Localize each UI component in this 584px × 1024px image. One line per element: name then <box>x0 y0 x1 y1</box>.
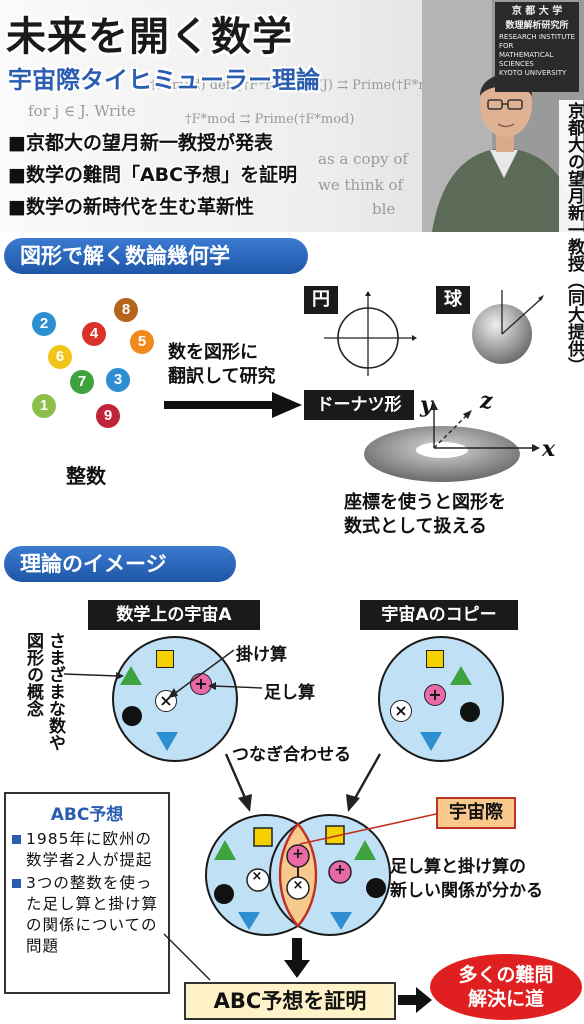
triangle-shape <box>120 666 142 685</box>
abc-item-1: 1985年に欧州の数学者2人が提起 <box>12 829 162 871</box>
translate-arrow-icon <box>164 392 302 418</box>
proof-box: ABC予想を証明 <box>184 982 396 1020</box>
inverted-triangle-shape <box>420 732 442 751</box>
multiply-label: 掛け算 <box>236 645 287 665</box>
number-1: 1 <box>32 394 56 418</box>
sphere-diagram <box>472 290 544 364</box>
relation-note-2: 新しい関係が分かる <box>390 881 543 901</box>
coordinate-note-1: 座標を使うと図形を <box>344 492 506 513</box>
translate-label-1: 数を図形に <box>168 342 258 363</box>
translate-label-2: 翻訳して研究 <box>168 366 276 387</box>
sign-line-1: 京 都 大 学 <box>511 6 563 17</box>
triangle-shape <box>450 666 472 685</box>
institute-sign: 京 都 大 学 数理解析研究所 RESEARCH INSTITUTE FOR M… <box>495 2 579 92</box>
result-oval: 多くの難問 解決に道 <box>430 954 582 1020</box>
down-arrow-icon <box>284 938 310 978</box>
formula-2: †F*mod) def {†F*mod, †V(J) ⇉ Prime(†F*mo… <box>150 78 461 93</box>
section1-banner: 図形で解く数論幾何学 <box>4 238 308 274</box>
sphere-label: 球 <box>436 286 470 314</box>
person-illustration <box>422 0 584 232</box>
inverted-triangle-shape <box>156 732 178 751</box>
sign-line-6: KYOTO UNIVERSITY <box>499 69 567 77</box>
sign-line-5: MATHEMATICAL SCIENCES <box>499 51 554 68</box>
number-5: 5 <box>130 330 154 354</box>
number-8: 8 <box>114 298 138 322</box>
header-bullet-1: ■京都大の望月新一教授が発表 <box>8 132 273 154</box>
formula-5: we think of <box>318 176 404 194</box>
dot-shape <box>122 706 142 726</box>
merged-universes <box>205 814 391 936</box>
add-label: 足し算 <box>264 683 315 703</box>
sign-line-3: RESEARCH INSTITUTE <box>499 33 576 41</box>
universe-a-label: 数学上の宇宙A <box>88 600 260 630</box>
sub-title: 宇宙際タイヒミューラー理論 <box>8 66 320 94</box>
donut-label: ドーナツ形 <box>304 390 414 420</box>
number-4: 4 <box>82 322 106 346</box>
sign-line-4: FOR <box>499 42 514 50</box>
abc-title: ABC予想 <box>50 805 124 825</box>
plus-icon: + <box>424 684 446 706</box>
merged-plus-right: + <box>334 862 346 878</box>
merged-plus-center: + <box>292 846 304 862</box>
circle-label: 円 <box>304 286 338 314</box>
section2-banner: 理論のイメージ <box>4 546 236 582</box>
circle-diagram <box>324 291 417 376</box>
merged-times-left: × <box>251 869 263 884</box>
pointer-lines <box>63 649 382 812</box>
abc-item-2: 3つの整数を使った足し算と掛け算の関係についての問題 <box>12 873 162 957</box>
number-7: 7 <box>70 370 94 394</box>
iut-label: 宇宙際 <box>436 797 516 829</box>
square-shape <box>426 650 444 668</box>
axis-y-label: y <box>420 392 433 418</box>
main-title: 未来を開く数学 <box>6 14 293 60</box>
formula-6: ble <box>372 200 396 218</box>
merged-times-center: × <box>292 878 304 893</box>
iut-pointer <box>299 813 437 845</box>
coordinate-note-2: 数式として扱える <box>344 516 487 537</box>
axis-x-label: x <box>542 436 556 462</box>
formula-3: †F*mod ⇉ Prime(†F*mod) <box>185 112 355 127</box>
connect-label: つなぎ合わせる <box>232 745 351 765</box>
number-6: 6 <box>48 345 72 369</box>
abc-conjecture-box: ABC予想 1985年に欧州の数学者2人が提起 3つの整数を使った足し算と掛け算… <box>4 792 170 994</box>
number-2: 2 <box>32 312 56 336</box>
header-bullet-3: ■数学の新時代を生む革新性 <box>8 196 254 218</box>
integers-label: 整数 <box>66 464 106 488</box>
abc-pointer <box>163 933 211 981</box>
sign-line-2: 数理解析研究所 <box>505 21 569 31</box>
right-arrow-icon <box>398 987 432 1013</box>
square-shape <box>156 650 174 668</box>
concepts-vertical-label: さまざまな数や図形の概念 <box>23 632 65 751</box>
donut-diagram <box>364 402 540 482</box>
header-bullet-2: ■数学の難問「ABC予想」を証明 <box>8 164 298 186</box>
axis-z-label: z <box>480 388 493 414</box>
number-3: 3 <box>106 368 130 392</box>
number-9: 9 <box>96 404 120 428</box>
result-line-1: 多くの難問 <box>458 964 554 986</box>
formula-1: for j ∈ J. Write <box>28 102 136 120</box>
photo-caption: 京都大の望月新一教授（同大提供） <box>559 100 584 376</box>
result-line-2: 解決に道 <box>467 988 544 1010</box>
dot-shape <box>460 702 480 722</box>
times-icon: × <box>390 700 412 722</box>
universe-a-copy-label: 宇宙Aのコピー <box>360 600 518 630</box>
professor-photo: 京 都 大 学 数理解析研究所 RESEARCH INSTITUTE FOR M… <box>422 0 584 232</box>
formula-4: as a copy of <box>318 150 408 168</box>
relation-note-1: 足し算と掛け算の <box>390 857 526 877</box>
